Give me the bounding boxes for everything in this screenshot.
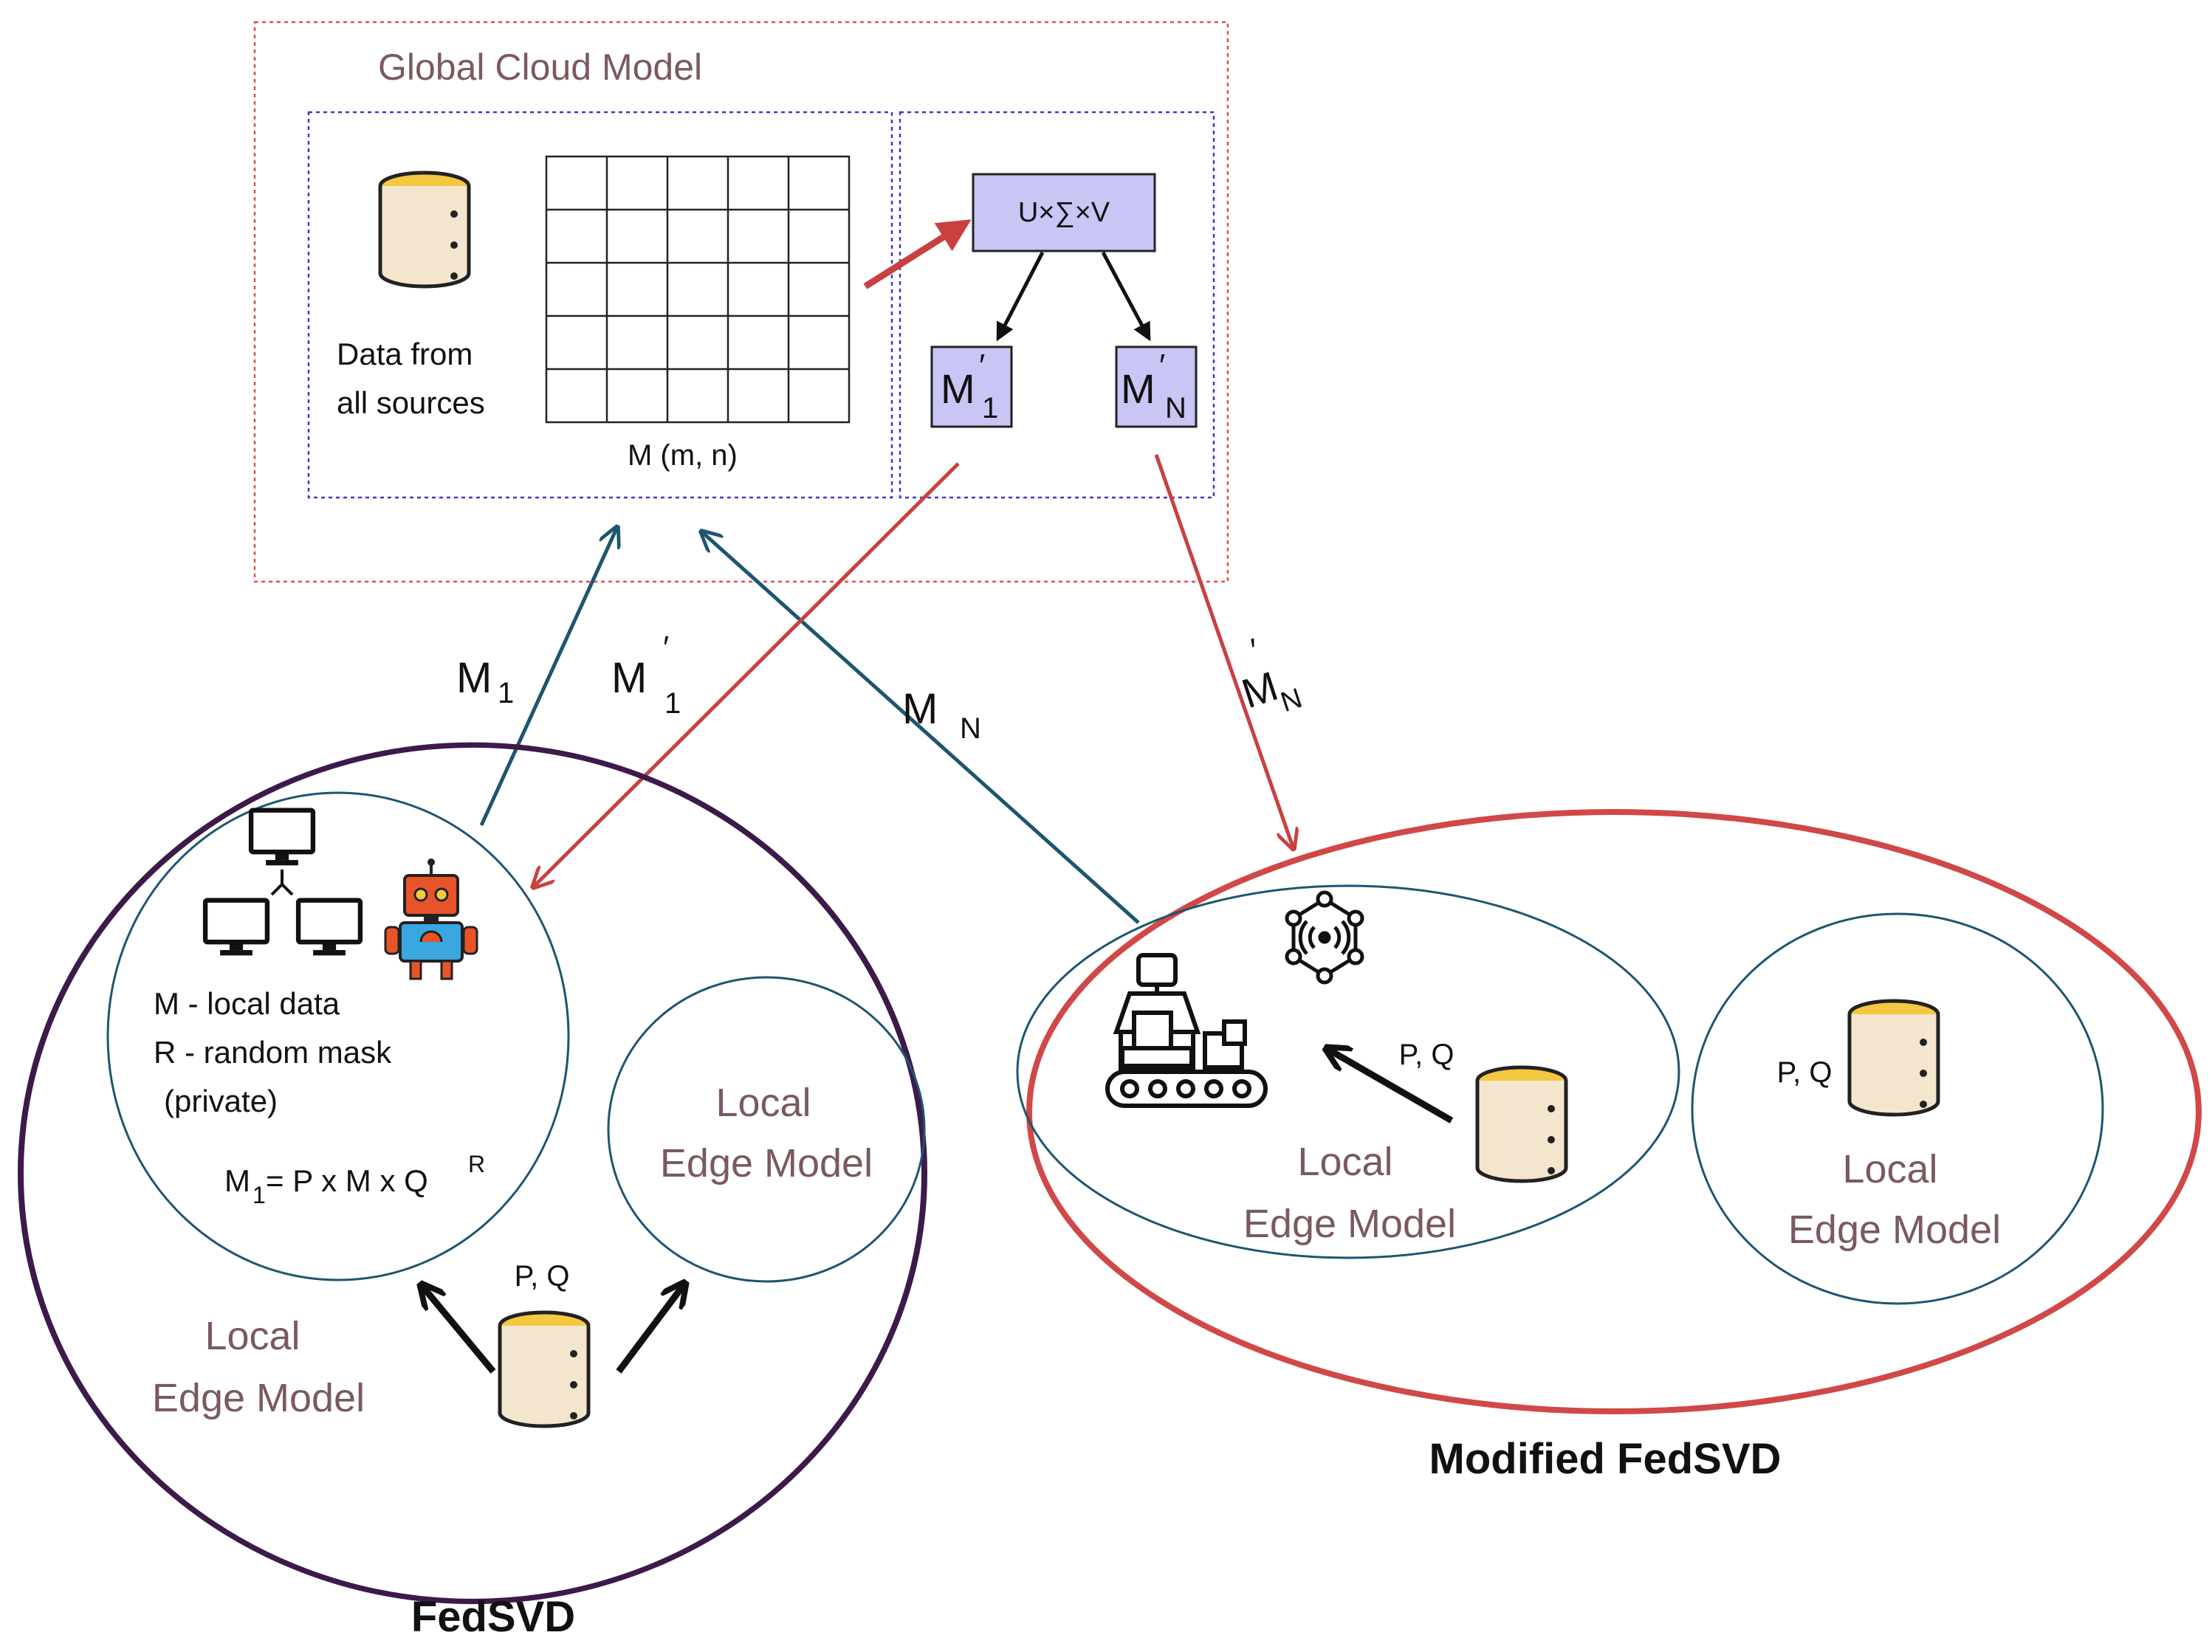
fedsvd-pq-label: P, Q — [515, 1260, 570, 1293]
matrix-label: M (m, n) — [628, 439, 738, 472]
flow-arrows: M 1 M ′ 1 M N M ′ N — [456, 454, 1306, 924]
formula-sup: R — [468, 1151, 485, 1177]
m1-prime-sub: 1 — [982, 392, 998, 424]
fedsvd-ring — [18, 742, 927, 1605]
fedsvd-desc-line3: (private) — [164, 1084, 278, 1118]
cloud-title: Global Cloud Model — [378, 47, 702, 88]
db-to-edge-arrow — [616, 1283, 685, 1374]
db-to-main-arrow — [421, 1284, 496, 1374]
modified-fedsvd-group: P, Q Local Edge Model P, Q Local Edge Mo… — [1016, 809, 2202, 1483]
m1-prime-box — [930, 345, 1013, 428]
svd-label: U×∑×V — [1018, 197, 1110, 228]
fedsvd-main-circle — [106, 791, 570, 1281]
mn-prime-main: M — [1121, 365, 1155, 412]
modified-db-to-main-arrow — [1326, 1048, 1454, 1123]
modified-pq-label-b: P, Q — [1777, 1056, 1833, 1089]
data-panel — [307, 111, 893, 499]
mn-prime-box — [1115, 345, 1198, 428]
fedsvd-caption: FedSVD — [411, 1593, 575, 1641]
fedsvd-edge-b-line2: Edge Model — [152, 1376, 365, 1420]
modified-caption: Modified FedSVD — [1429, 1435, 1782, 1483]
m1-prime-download-arrow — [533, 462, 960, 887]
svd-box — [972, 173, 1156, 252]
mn-arrow-label-main: M — [902, 685, 938, 733]
m1-arrow-label-sub: 1 — [498, 677, 514, 709]
formula-sub: 1 — [253, 1182, 266, 1208]
modified-main-circle — [1016, 884, 1680, 1259]
fedsvd-edge-b-line1: Local — [205, 1314, 300, 1358]
m1-arrow-label-main: M — [456, 654, 492, 702]
m1-prime-main: M — [941, 365, 975, 412]
data-label-line2: all sources — [337, 385, 485, 420]
mn-arrow-label-sub: N — [960, 712, 981, 745]
modified-ring — [1026, 809, 2202, 1414]
mnp-arrow-label: M ′ N — [1236, 632, 1306, 718]
modified-database-icon-b — [1849, 1001, 1938, 1115]
cloud-border — [253, 21, 1229, 583]
fedsvd-edge-a-line1: Local — [715, 1081, 811, 1125]
data-label-line1: Data from — [337, 337, 473, 371]
factory-robot-icon — [1105, 953, 1268, 1108]
fedsvd-desc-line2: R - random mask — [154, 1035, 392, 1070]
fedsvd-formula: M 1 = P x M x Q R — [224, 1151, 485, 1208]
mnp-arrow-label-sup: ′ — [1247, 632, 1264, 668]
mn-prime-sub: N — [1165, 392, 1186, 424]
modified-edge-b-line1: Local — [1842, 1147, 1937, 1191]
modified-edge-circle — [1691, 912, 2104, 1305]
robot-icon — [384, 858, 478, 980]
fedsvd-edge-a-line2: Edge Model — [660, 1141, 873, 1185]
m1p-arrow-label-main: M — [611, 654, 647, 702]
svd-to-m1-arrow — [996, 251, 1045, 342]
mn-prime-sup: ′ — [1159, 348, 1165, 384]
formula-main: M — [224, 1163, 250, 1198]
modified-edge-a-line1: Local — [1297, 1140, 1392, 1184]
svd-to-mn-arrow — [1101, 251, 1151, 342]
global-cloud-model: Global Cloud Model Data from all sources… — [253, 21, 1229, 583]
fedsvd-edge-circle — [607, 976, 926, 1283]
m1p-arrow-label-sub: 1 — [664, 687, 681, 720]
modified-database-icon-a — [1477, 1067, 1566, 1181]
mn-prime-download-arrow — [1154, 454, 1294, 849]
fedsvd-database-icon — [500, 1312, 588, 1426]
mnp-arrow-label-sub: N — [1277, 683, 1306, 718]
grid-to-svd-arrow — [863, 219, 972, 289]
m1p-arrow-label-sup: ′ — [663, 630, 669, 666]
svd-panel — [899, 111, 1215, 499]
matrix-grid — [545, 155, 851, 424]
m1-prime-sup: ′ — [979, 348, 985, 384]
fedsvd-desc-line1: M - local data — [154, 986, 340, 1021]
mn-upload-arrow — [701, 531, 1140, 924]
modified-pq-label-a: P, Q — [1399, 1039, 1454, 1071]
database-icon — [380, 173, 469, 286]
m1-upload-arrow — [479, 527, 617, 827]
iot-network-icon — [1285, 890, 1364, 985]
fedsvd-group: M - local data R - random mask (private)… — [18, 742, 927, 1641]
formula-rest: = P x M x Q — [266, 1163, 428, 1198]
computer-network-icon — [205, 810, 360, 956]
modified-edge-a-line2: Edge Model — [1243, 1202, 1456, 1246]
modified-edge-b-line2: Edge Model — [1788, 1208, 2001, 1252]
